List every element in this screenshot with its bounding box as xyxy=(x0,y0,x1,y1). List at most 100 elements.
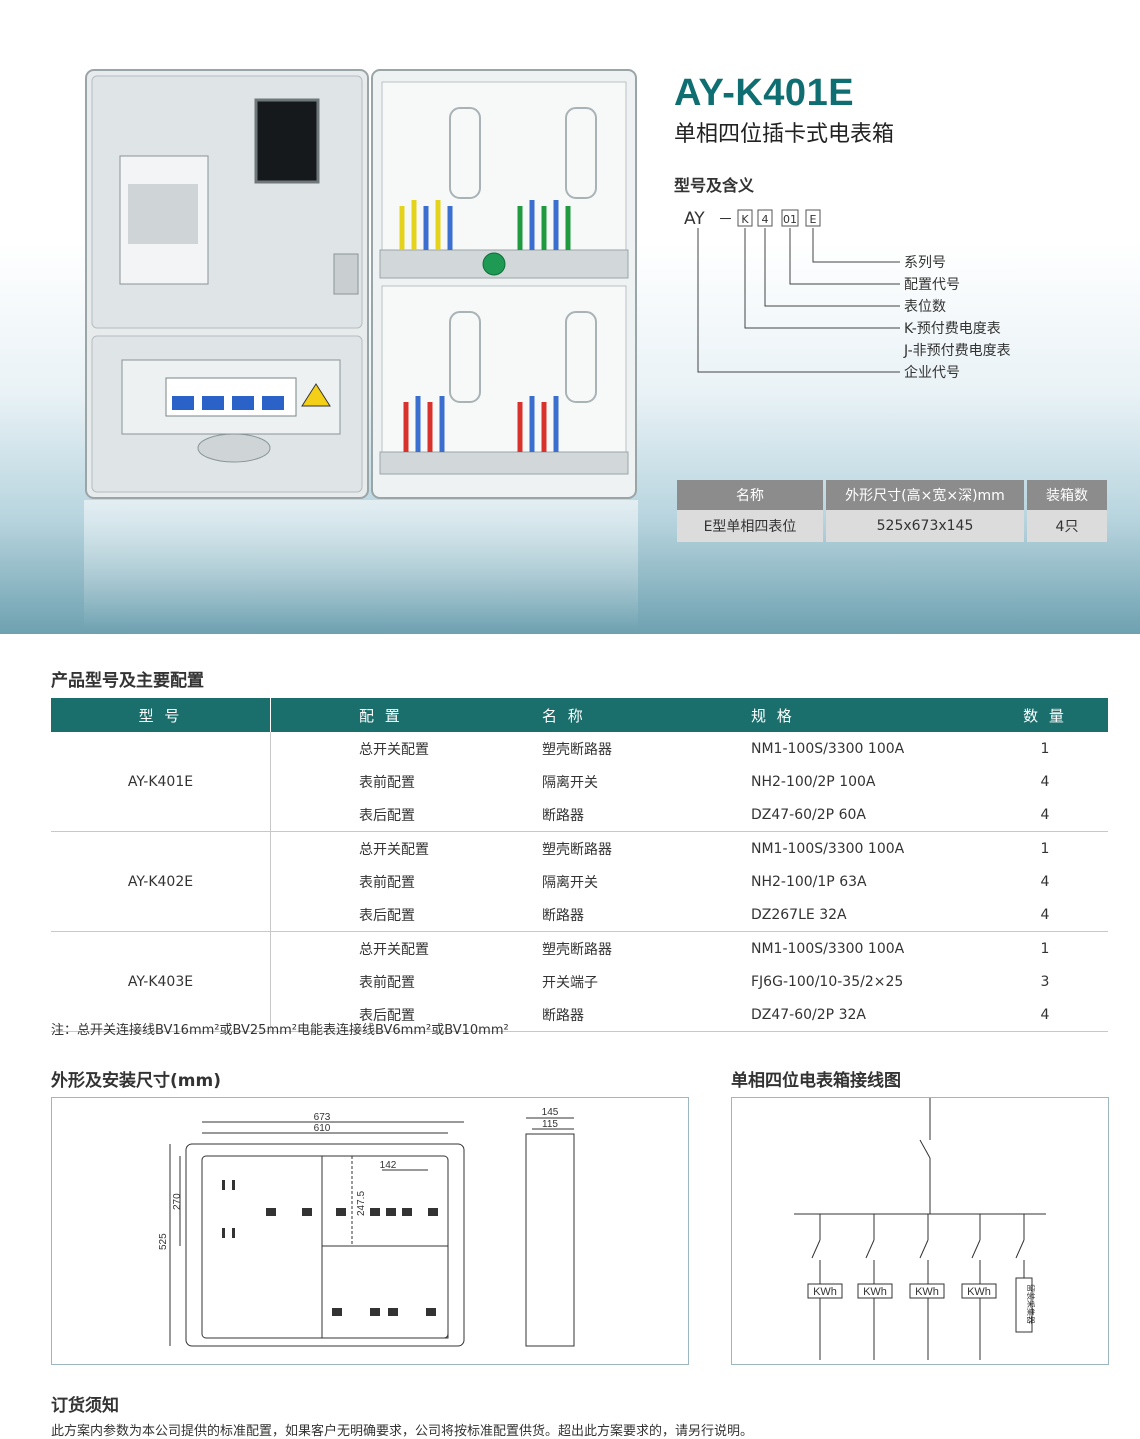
spec-cell: DZ267LE 32A xyxy=(750,898,982,932)
table-row: 表前配置 隔离开关 NH2-100/1P 63A 4 xyxy=(51,865,1108,898)
dim-145: 145 xyxy=(542,1107,559,1118)
meter-2: KWh xyxy=(857,1283,893,1299)
qty-cell: 4 xyxy=(1040,773,1050,790)
product-subtitle: 单相四位插卡式电表箱 xyxy=(674,122,895,147)
th-spec: 规 格 xyxy=(750,698,982,732)
spec-cell-packing: 4只 xyxy=(1027,510,1107,542)
qty-cell: 4 xyxy=(982,998,1108,1032)
name-cell: 塑壳断路器 xyxy=(542,841,612,858)
meter-3: KWh xyxy=(909,1283,945,1299)
table-row: 表后配置 断路器 DZ47-60/2P 32A 4 xyxy=(51,998,1108,1032)
meaning-j-nonprepaid: J-非预付费电度表 xyxy=(903,343,1011,359)
spec-header-name: 名称 xyxy=(677,480,823,510)
dimensions-box: 673 610 142 247.5 270 525 145 115 xyxy=(51,1097,689,1365)
wiring-box: KWh KWh KWh KWh 留装采集器 xyxy=(731,1097,1109,1365)
name-cell: 断路器 xyxy=(541,998,750,1032)
th-name: 名 称 xyxy=(541,698,750,732)
code-box-e: E xyxy=(805,209,821,227)
photo-reflection xyxy=(84,500,638,630)
order-notice-heading: 订货须知 xyxy=(51,1396,119,1416)
name-cell: 隔离开关 xyxy=(542,774,598,791)
svg-text:01: 01 xyxy=(783,213,797,226)
meter-1: KWh xyxy=(807,1283,843,1299)
collector-box: 留装采集器 xyxy=(1015,1277,1036,1333)
meaning-config-code: 配置代号 xyxy=(904,277,960,293)
svg-text:KWh: KWh xyxy=(863,1286,887,1298)
name-cell: 断路器 xyxy=(541,898,750,932)
wiring-drawing: KWh KWh KWh KWh 留装采集器 xyxy=(794,1098,1046,1360)
code-dash: － xyxy=(718,210,733,228)
dimension-drawing: 673 610 142 247.5 270 525 145 115 xyxy=(158,1107,575,1347)
meaning-series: 系列号 xyxy=(904,255,946,271)
th-qty: 数 量 xyxy=(982,698,1108,732)
qty-cell: 1 xyxy=(1040,840,1050,857)
config-cell: 表后配置 xyxy=(270,998,541,1032)
spec-table: 名称 外形尺寸(高×宽×深)mm 装箱数 E型单相四表位 525x673x145… xyxy=(674,480,1110,542)
svg-text:KWh: KWh xyxy=(967,1286,991,1298)
spec-cell: NM1-100S/3300 100A xyxy=(751,740,905,757)
config-cell: 总开关配置 xyxy=(359,941,429,958)
meaning-meter-count: 表位数 xyxy=(904,299,946,315)
model-code-heading: 型号及含义 xyxy=(674,176,755,195)
spec-cell: DZ47-60/2P 32A xyxy=(750,998,982,1032)
config-heading: 产品型号及主要配置 xyxy=(51,671,204,691)
dim-525: 525 xyxy=(158,1233,169,1250)
svg-text:留装采集器: 留装采集器 xyxy=(1026,1284,1036,1324)
name-cell: 塑壳断路器 xyxy=(542,941,612,958)
name-cell: 塑壳断路器 xyxy=(542,741,612,758)
dim-115: 115 xyxy=(542,1119,558,1130)
dim-247-5: 247.5 xyxy=(356,1191,367,1216)
dim-610: 610 xyxy=(314,1123,331,1134)
spec-cell-size: 525x673x145 xyxy=(826,510,1024,542)
product-photo xyxy=(85,69,637,499)
meaning-k-prepaid: K-预付费电度表 xyxy=(904,321,1001,337)
dimensions-heading: 外形及安装尺寸(mm) xyxy=(51,1071,221,1091)
name-cell: 断路器 xyxy=(541,798,750,832)
dim-270: 270 xyxy=(172,1193,183,1210)
config-cell: 表后配置 xyxy=(270,798,541,832)
spec-cell: NM1-100S/3300 100A xyxy=(751,940,905,957)
model-cell: AY-K402E xyxy=(51,831,271,932)
code-box-k: K xyxy=(737,209,753,227)
config-cell: 总开关配置 xyxy=(359,741,429,758)
spec-cell: NH2-100/1P 63A xyxy=(751,873,867,890)
th-config: 配 置 xyxy=(270,698,541,732)
qty-cell: 3 xyxy=(1040,973,1050,990)
order-notice-text: 此方案内参数为本公司提供的标准配置，如果客户无明确要求，公司将按标准配置供货。超… xyxy=(51,1424,754,1439)
model-cell: AY-K403E xyxy=(51,931,271,1032)
qty-cell: 4 xyxy=(1040,873,1050,890)
model-cell: AY-K401E xyxy=(51,732,271,832)
table-row: 表后配置 断路器 DZ267LE 32A 4 xyxy=(51,898,1108,932)
code-box-4: 4 xyxy=(757,209,773,227)
svg-text:4: 4 xyxy=(762,213,769,226)
name-cell: 开关端子 xyxy=(542,974,598,991)
svg-text:K: K xyxy=(741,213,749,226)
product-model-title: AY-K401E xyxy=(674,72,855,114)
wiring-note: 注：总开关连接线BV16mm²或BV25mm²电能表连接线BV6mm²或BV10… xyxy=(51,1023,509,1038)
config-cell: 表前配置 xyxy=(359,974,415,991)
model-code-diagram: AY － K 4 01 E 系列号 配置代号 表位数 K-预付费电度表 J-非预… xyxy=(684,209,1011,381)
code-prefix: AY xyxy=(684,209,705,229)
dim-142: 142 xyxy=(380,1160,397,1171)
name-cell: 隔离开关 xyxy=(542,874,598,891)
spec-cell: DZ47-60/2P 60A xyxy=(750,798,982,832)
svg-text:E: E xyxy=(810,213,817,226)
spec-cell: FJ6G-100/10-35/2×25 xyxy=(751,973,904,990)
wiring-heading: 单相四位电表箱接线图 xyxy=(731,1071,901,1091)
qty-cell: 4 xyxy=(982,798,1108,832)
qty-cell: 1 xyxy=(1040,940,1050,957)
qty-cell: 1 xyxy=(1040,740,1050,757)
table-row: AY-K402E 总开关配置 塑壳断路器 NM1-100S/3300 100A … xyxy=(51,831,1108,932)
table-row: 表前配置 开关端子 FJ6G-100/10-35/2×25 3 xyxy=(51,965,1108,998)
table-row: 表前配置 隔离开关 NH2-100/2P 100A 4 xyxy=(51,765,1108,798)
config-cell: 总开关配置 xyxy=(359,841,429,858)
svg-text:KWh: KWh xyxy=(915,1286,939,1298)
spec-header-size: 外形尺寸(高×宽×深)mm xyxy=(826,480,1024,510)
qty-cell: 4 xyxy=(982,898,1108,932)
spec-cell: NH2-100/2P 100A xyxy=(751,773,876,790)
spec-header-packing: 装箱数 xyxy=(1027,480,1107,510)
meaning-company-code: 企业代号 xyxy=(904,364,960,381)
dim-673: 673 xyxy=(314,1112,331,1123)
config-table: 型 号 配 置 名 称 规 格 数 量 AY-K401E 总开关配置 塑壳断路器… xyxy=(51,698,1108,1032)
table-row: 表后配置 断路器 DZ47-60/2P 60A 4 xyxy=(51,798,1108,832)
